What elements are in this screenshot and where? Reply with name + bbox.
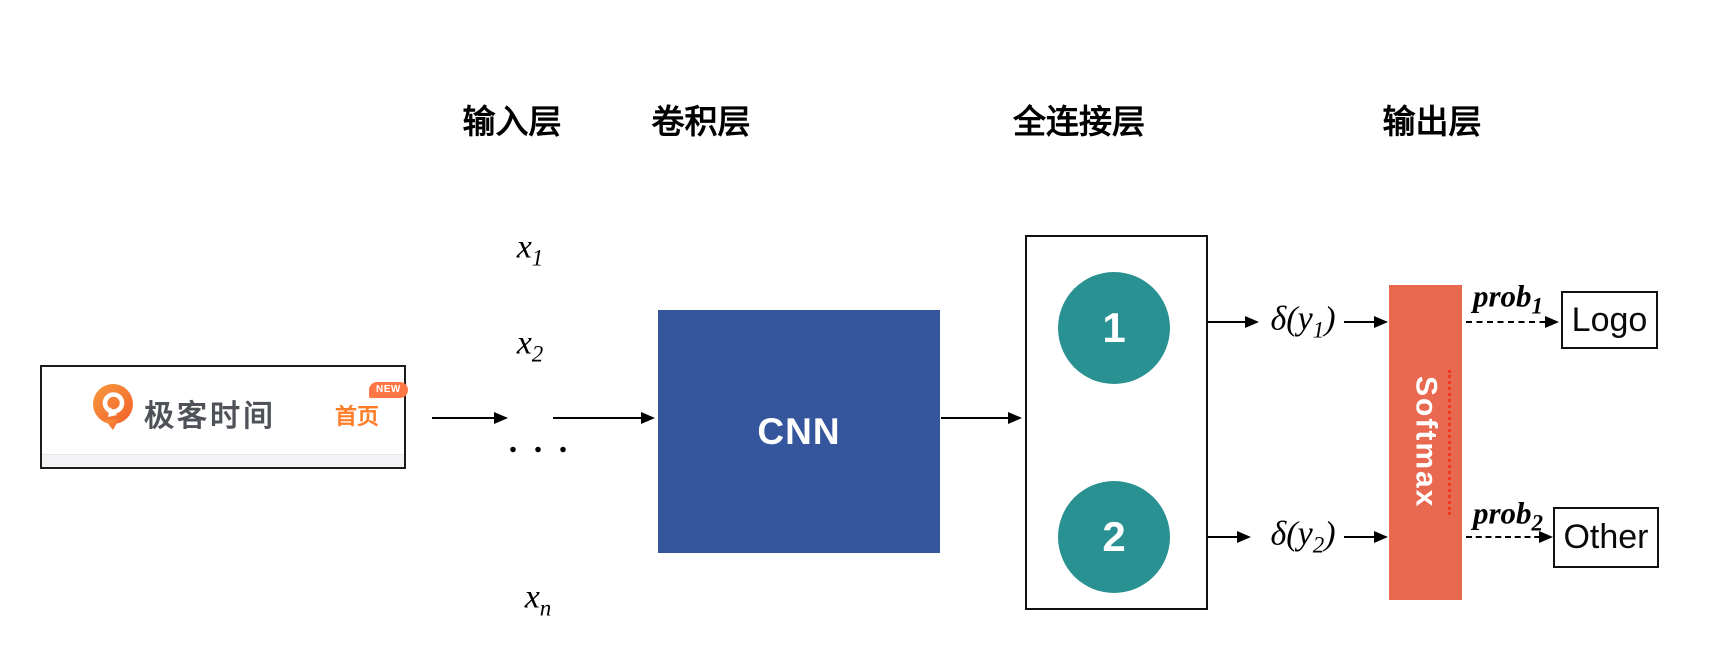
output-class-logo: Logo	[1561, 291, 1658, 349]
input-xn: xn	[524, 578, 552, 621]
fc-neuron-1: 1	[1058, 272, 1170, 384]
label-input-layer: 输入层	[462, 103, 562, 140]
arrow-sample-to-input	[432, 411, 508, 424]
prob1-label: prob1	[1472, 278, 1544, 319]
nav-home-link: 首页	[335, 404, 380, 429]
new-badge: NEW	[369, 382, 408, 398]
arrow-neuron2-to-delta2	[1176, 530, 1251, 543]
activation-delta-y2: δ(y2)	[1270, 515, 1336, 558]
softmax-dotted-line	[1448, 370, 1451, 515]
label-fc-layer: 全连接层	[1013, 103, 1145, 140]
fc-block: 1 2	[1025, 235, 1208, 610]
brand-name: 极客时间	[144, 400, 276, 433]
header-divider-strip	[42, 454, 404, 467]
cnn-block-label: CNN	[757, 410, 841, 452]
arrow-softmax-to-logo	[1466, 315, 1559, 328]
input-x2: x2	[516, 324, 544, 367]
softmax-label: Softmax	[1409, 376, 1443, 509]
arrow-softmax-to-other	[1466, 530, 1553, 543]
output-class-other: Other	[1553, 507, 1659, 568]
arrow-delta2-to-softmax	[1344, 530, 1388, 543]
arrow-cnn-to-fc	[941, 411, 1022, 424]
input-x1: x1	[516, 228, 544, 271]
geektime-logo-icon	[92, 384, 134, 436]
label-output-layer: 输出层	[1382, 103, 1482, 140]
prob2-label: prob2	[1472, 495, 1544, 536]
sample-input-image: 极客时间 首页 NEW	[40, 365, 408, 469]
arrow-delta1-to-softmax	[1344, 315, 1388, 328]
fc-neuron-2: 2	[1058, 481, 1170, 593]
arrow-neuron1-to-delta1	[1176, 315, 1259, 328]
activation-delta-y1: δ(y1)	[1270, 300, 1336, 343]
cnn-block: CNN	[658, 310, 940, 553]
softmax-block: Softmax	[1389, 285, 1462, 600]
input-ellipsis: . . .	[508, 423, 572, 460]
label-conv-layer: 卷积层	[651, 103, 751, 140]
arrow-input-to-cnn	[553, 411, 655, 424]
